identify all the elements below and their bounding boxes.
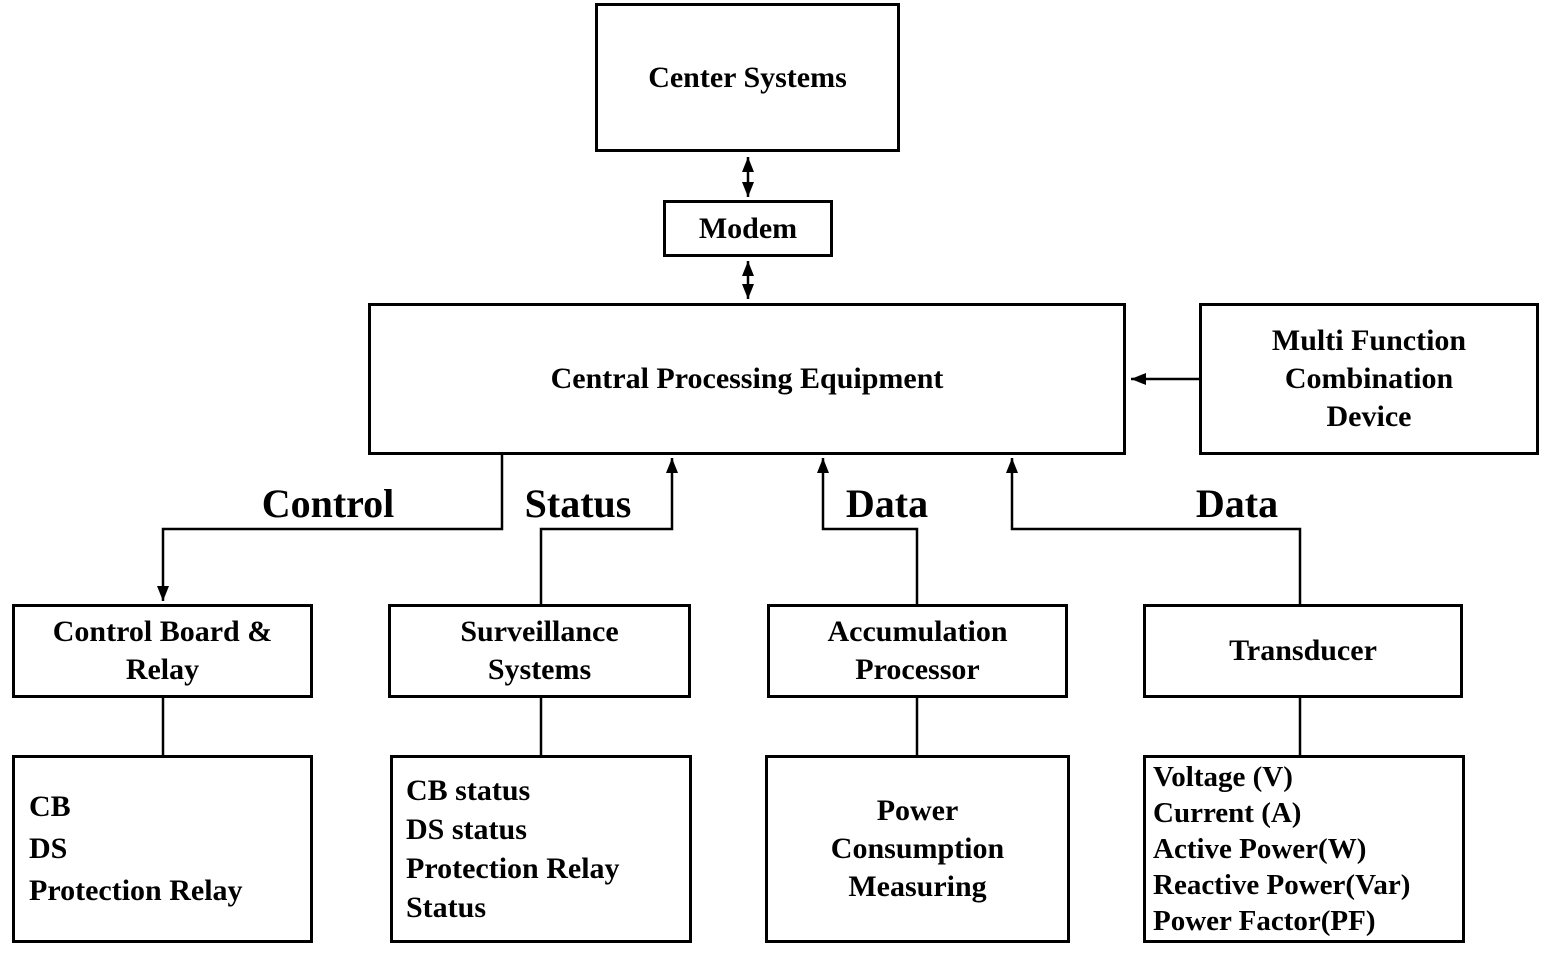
accumulation-item: Consumption bbox=[830, 832, 1005, 865]
central-processing-equipment-label: Central Processing Equipment bbox=[550, 362, 944, 395]
surveillance-item: Protection Relay bbox=[406, 852, 620, 885]
edge-label-status: Status bbox=[524, 481, 632, 526]
transducer-item: Current (A) bbox=[1153, 797, 1302, 829]
transducer-item: Active Power(W) bbox=[1153, 833, 1367, 865]
modem-box: Modem bbox=[663, 200, 833, 257]
transducer-label: Transducer bbox=[1229, 634, 1377, 667]
transducer-items-box: Voltage (V) Current (A) Active Power(W) … bbox=[1143, 755, 1465, 943]
control-board-relay-label-line: Control Board & bbox=[52, 615, 273, 648]
multi-function-label-line: Multi Function bbox=[1271, 324, 1467, 357]
control-board-relay-label-line: Relay bbox=[125, 653, 200, 686]
control-board-item: CB bbox=[29, 790, 71, 823]
accumulation-processor-label-line: Processor bbox=[855, 653, 980, 686]
transducer-item: Power Factor(PF) bbox=[1153, 905, 1376, 937]
accumulation-processor-box: Accumulation Processor bbox=[767, 604, 1068, 698]
multi-function-label-line: Combination bbox=[1284, 362, 1454, 395]
surveillance-item: CB status bbox=[406, 774, 531, 807]
surveillance-systems-label-line: Systems bbox=[487, 653, 592, 686]
edge-label-data-left: Data bbox=[845, 481, 929, 526]
surveillance-items-box: CB status DS status Protection Relay Sta… bbox=[390, 755, 692, 943]
surveillance-item: DS status bbox=[406, 813, 527, 846]
multi-function-label-line: Device bbox=[1326, 400, 1412, 433]
accumulation-item: Measuring bbox=[848, 870, 987, 903]
control-board-items-box: CB DS Protection Relay bbox=[12, 755, 313, 943]
connector-status-arrow bbox=[539, 458, 678, 604]
center-systems-box: Center Systems bbox=[595, 3, 900, 152]
accumulation-processor-label-line: Accumulation bbox=[827, 615, 1008, 648]
center-systems-label: Center Systems bbox=[648, 60, 847, 94]
transducer-box: Transducer bbox=[1143, 604, 1463, 698]
surveillance-item: Status bbox=[406, 891, 487, 924]
connector-data-left-arrow bbox=[817, 458, 919, 604]
surveillance-systems-box: Surveillance Systems bbox=[388, 604, 691, 698]
edge-label-control: Control bbox=[261, 481, 395, 526]
multi-function-combination-device-box: Multi Function Combination Device bbox=[1199, 303, 1539, 455]
surveillance-systems-label-line: Surveillance bbox=[460, 615, 619, 648]
transducer-item: Reactive Power(Var) bbox=[1153, 869, 1411, 901]
control-board-relay-box: Control Board & Relay bbox=[12, 604, 313, 698]
central-processing-equipment-box: Central Processing Equipment bbox=[368, 303, 1126, 455]
control-board-item: Protection Relay bbox=[29, 874, 243, 907]
accumulation-items-box: Power Consumption Measuring bbox=[765, 755, 1070, 943]
transducer-item: Voltage (V) bbox=[1153, 761, 1293, 793]
accumulation-item: Power bbox=[876, 794, 959, 827]
control-board-item: DS bbox=[29, 832, 68, 865]
connector-control-arrow bbox=[157, 455, 504, 601]
connector-data-right-arrow bbox=[1006, 458, 1302, 604]
edge-label-data-right: Data bbox=[1195, 481, 1279, 526]
modem-label: Modem bbox=[698, 211, 798, 245]
